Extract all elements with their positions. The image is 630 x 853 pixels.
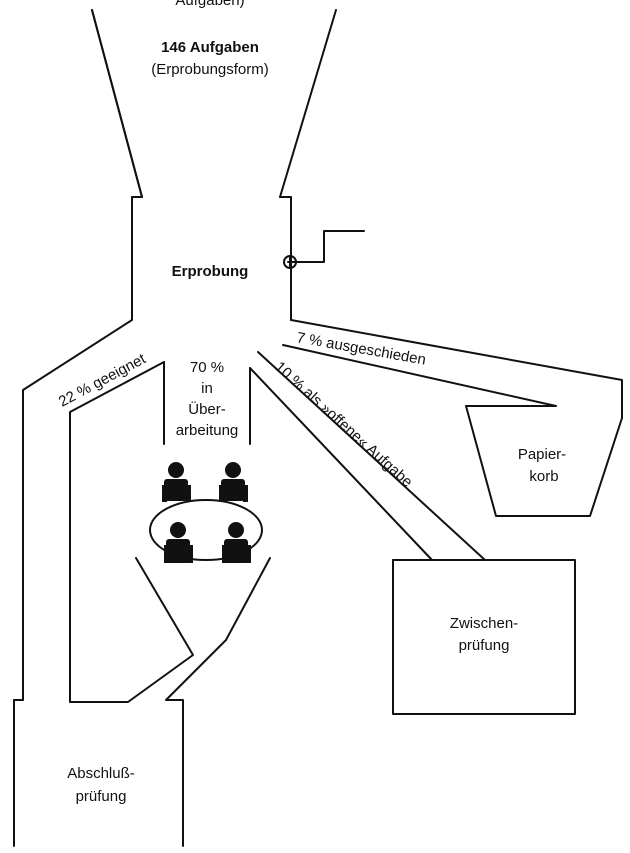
funnel-title: 146 Aufgaben bbox=[161, 39, 259, 56]
funnel-subtitle: (Erprobungsform) bbox=[151, 61, 269, 78]
ueberarbeitung-line-2: in bbox=[201, 380, 213, 397]
papierkorb-line-1: Papier- bbox=[518, 446, 566, 463]
offene-label: 10 % als »offene« Aufgabe bbox=[271, 358, 415, 490]
return-channel-right bbox=[166, 558, 270, 846]
funnel-right-edge bbox=[280, 10, 336, 197]
offene-channel-inner bbox=[250, 368, 432, 560]
ueberarbeitung-line-1: 70 % bbox=[190, 359, 224, 376]
erprobung-label: Erprobung bbox=[172, 263, 249, 280]
ueberarbeitung-line-3: Über- bbox=[188, 400, 226, 418]
ueberarbeitung-line-4: arbeitung bbox=[176, 422, 239, 439]
abschlusspruefung-line-2: prüfung bbox=[76, 788, 127, 805]
funnel-top-partial: Aufgaben) bbox=[175, 0, 244, 9]
meeting-table-icon bbox=[150, 462, 262, 563]
erprobung-box bbox=[14, 197, 142, 846]
ausgeschieden-channel bbox=[291, 320, 622, 418]
funnel-left-edge bbox=[92, 10, 142, 197]
abschlusspruefung-line-1: Abschluß- bbox=[67, 765, 135, 782]
papierkorb-line-2: korb bbox=[529, 468, 558, 485]
valve-pipe bbox=[288, 231, 364, 262]
zwischenpruefung-line-2: prüfung bbox=[459, 637, 510, 654]
zwischenpruefung-line-1: Zwischen- bbox=[450, 615, 518, 632]
